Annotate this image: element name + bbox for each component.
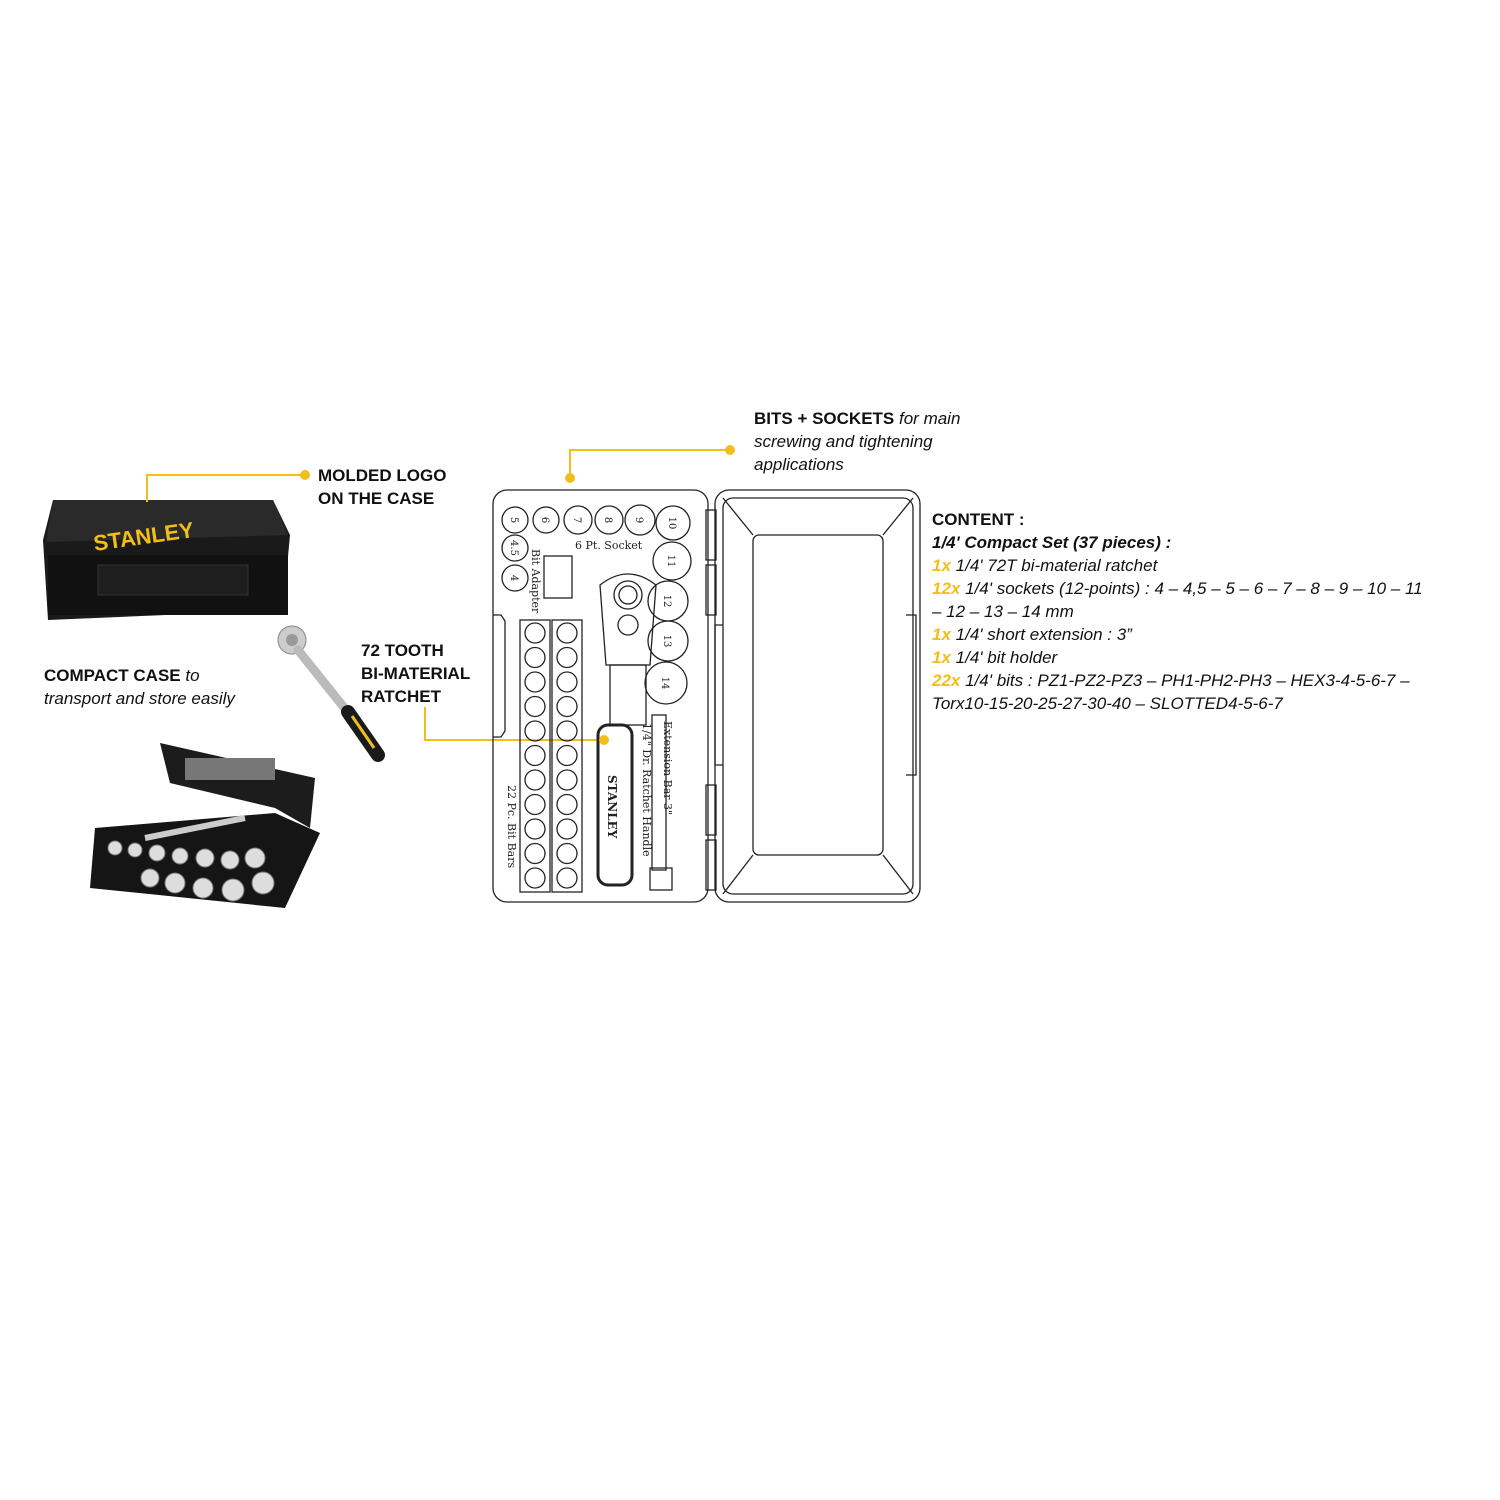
item-text: 1/4' bit holder bbox=[950, 648, 1058, 667]
callout-line: RATCHET bbox=[361, 687, 441, 706]
bit-slot bbox=[524, 622, 546, 644]
bit-slot bbox=[556, 695, 578, 718]
item-qty: 1x bbox=[932, 648, 951, 667]
socket-size-label: 4 bbox=[508, 575, 519, 581]
bit-slot bbox=[524, 744, 546, 767]
socket-size-label: 8 bbox=[602, 517, 613, 523]
ratchet-callout: 72 TOOTH BI-MATERIAL RATCHET bbox=[361, 639, 470, 708]
bit-slot bbox=[524, 769, 546, 791]
callout-text: to bbox=[180, 666, 200, 685]
socket-slot bbox=[501, 534, 529, 562]
callout-text: applications bbox=[754, 455, 844, 474]
socket-slots: 5 6 7 8 9 10 11 12 13 14 4.5 4 bbox=[501, 504, 692, 705]
callout-text: transport and store easily bbox=[44, 689, 235, 708]
callout-text: for main bbox=[894, 409, 961, 428]
socket-size-label: 6 bbox=[539, 517, 550, 523]
bit-slot bbox=[556, 744, 578, 767]
item-text: 1/4' short extension : 3” bbox=[950, 625, 1132, 644]
socket-slot bbox=[644, 661, 688, 705]
bits-sockets-callout: BITS + SOCKETS for main screwing and tig… bbox=[754, 407, 960, 476]
callout-bold: COMPACT CASE bbox=[44, 666, 181, 685]
bit-slot bbox=[524, 695, 546, 718]
socket-slot bbox=[647, 620, 689, 662]
item-text: 1/4' 72T bi-material ratchet bbox=[950, 556, 1158, 575]
socket-slot bbox=[594, 505, 624, 535]
socket-size-label: 11 bbox=[665, 555, 676, 568]
content-item: 12x 1/4' sockets (12-points) : 4 – 4,5 –… bbox=[932, 577, 1492, 600]
callout-bold: BITS + SOCKETS bbox=[754, 409, 895, 428]
bit-slot bbox=[556, 769, 578, 791]
item-qty: 1x bbox=[932, 556, 951, 575]
socket-size-label: 5 bbox=[508, 517, 519, 523]
socket-size-label: 9 bbox=[633, 517, 644, 523]
socket-size-label: 10 bbox=[666, 517, 677, 530]
content-subheading: 1/4' Compact Set (37 pieces) : bbox=[932, 533, 1172, 552]
bit-slot bbox=[556, 793, 578, 816]
callout-line: MOLDED LOGO bbox=[318, 466, 447, 485]
callout-line: ON THE CASE bbox=[318, 489, 435, 508]
item-qty: 1x bbox=[932, 625, 951, 644]
content-item: 1x 1/4' 72T bi-material ratchet bbox=[932, 554, 1492, 577]
ratchet-handle-label: 1/4" Dr. Ratchet Handle bbox=[640, 723, 653, 857]
item-qty: 12x bbox=[932, 579, 961, 598]
socket-size-label: 13 bbox=[661, 635, 672, 648]
bit-slot bbox=[556, 720, 578, 742]
socket-size-label: 4.5 bbox=[508, 540, 519, 556]
bit-slot bbox=[524, 867, 546, 889]
socket-slot bbox=[563, 505, 593, 535]
socket-size-label: 7 bbox=[571, 517, 582, 523]
bit-slot bbox=[556, 842, 578, 865]
content-item: 22x 1/4' bits : PZ1-PZ2-PZ3 – PH1-PH2-PH… bbox=[932, 669, 1492, 692]
callout-line: BI-MATERIAL bbox=[361, 664, 471, 683]
content-item: 1x 1/4' bit holder bbox=[932, 646, 1492, 669]
socket-slot bbox=[652, 541, 692, 581]
bit-slot bbox=[524, 671, 546, 693]
compact-case-callout: COMPACT CASE to transport and store easi… bbox=[44, 664, 235, 710]
callout-text: screwing and tightening bbox=[754, 432, 933, 451]
bit-slot bbox=[556, 646, 578, 669]
socket-slot bbox=[655, 505, 691, 541]
bit-slot bbox=[524, 646, 546, 669]
bit-slot bbox=[524, 842, 546, 865]
socket-slot bbox=[532, 506, 560, 534]
socket-size-label: 12 bbox=[661, 595, 672, 608]
bit-bars-label: 22 Pc. Bit Bars bbox=[505, 785, 518, 868]
callout-line: 72 TOOTH bbox=[361, 641, 444, 660]
item-qty: 22x bbox=[932, 671, 961, 690]
item-text: 1/4' bits : PZ1-PZ2-PZ3 – PH1-PH2-PH3 – … bbox=[960, 671, 1410, 690]
content-list: CONTENT : 1/4' Compact Set (37 pieces) :… bbox=[932, 508, 1492, 715]
content-item: 1x 1/4' short extension : 3” bbox=[932, 623, 1492, 646]
closed-case-image: STANLEY bbox=[43, 500, 290, 620]
bit-slot bbox=[556, 671, 578, 693]
bit-slot bbox=[524, 720, 546, 742]
socket-label: 6 Pt. Socket bbox=[575, 539, 643, 552]
ratchet-image bbox=[277, 625, 385, 762]
bit-slot bbox=[556, 622, 578, 644]
socket-slot bbox=[501, 506, 529, 534]
bit-adapter-label: Bit Adapter bbox=[529, 549, 542, 614]
socket-slot bbox=[501, 564, 529, 592]
item-text: Torx10-15-20-25-27-30-40 – SLOTTED4-5-6-… bbox=[932, 694, 1283, 713]
item-text: 1/4' sockets (12-points) : 4 – 4,5 – 5 –… bbox=[960, 579, 1423, 598]
bit-slot bbox=[524, 818, 546, 840]
bit-slot bbox=[524, 793, 546, 816]
extension-bar-label: Extension Bar 3" bbox=[661, 721, 674, 815]
content-heading: CONTENT : bbox=[932, 510, 1025, 529]
item-text: – 12 – 13 – 14 mm bbox=[932, 602, 1074, 621]
handle-logo: STANLEY bbox=[605, 775, 619, 839]
open-case-image bbox=[90, 743, 320, 908]
case-layout-diagram: 5 6 7 8 9 10 11 12 13 14 4.5 4 1/4" Dr. Ratchet Han… bbox=[492, 489, 921, 903]
socket-slot bbox=[624, 504, 656, 536]
bit-slot bbox=[556, 818, 578, 840]
socket-size-label: 14 bbox=[659, 677, 670, 690]
bit-slot bbox=[556, 867, 578, 889]
molded-logo-callout: MOLDED LOGO ON THE CASE bbox=[318, 464, 446, 510]
